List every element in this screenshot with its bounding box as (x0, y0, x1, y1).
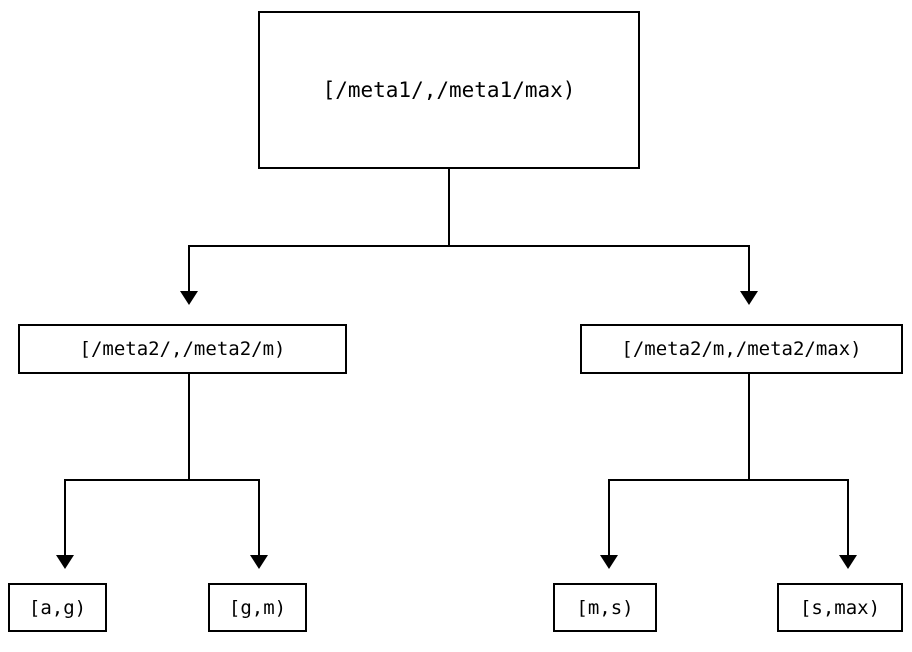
node-root-label: [/meta1/,/meta1/max) (322, 78, 576, 102)
edge-mid-right-stem (748, 374, 750, 481)
node-leaf-m-s[interactable]: [m,s) (553, 583, 657, 632)
node-leaf-m-s-label: [m,s) (576, 596, 634, 619)
edge-mid-left-crossbar (65, 479, 260, 481)
edge-mid-left-stem (188, 374, 190, 481)
node-leaf-a-g[interactable]: [a,g) (8, 583, 107, 632)
node-mid-left-label: [/meta2/,/meta2/m) (79, 338, 286, 360)
node-leaf-g-m-label: [g,m) (228, 596, 287, 619)
edge-mid-left-to-leaf-ag-drop (64, 479, 66, 556)
node-mid-right[interactable]: [/meta2/m,/meta2/max) (580, 324, 903, 374)
arrowhead-mid-left-to-leaf-ag (56, 555, 74, 569)
arrowhead-root-to-mid-right (740, 291, 758, 305)
node-leaf-g-m[interactable]: [g,m) (208, 583, 307, 632)
edge-mid-right-to-leaf-ms-drop (608, 479, 610, 556)
node-mid-left[interactable]: [/meta2/,/meta2/m) (18, 324, 347, 374)
arrowhead-mid-left-to-leaf-gm (250, 555, 268, 569)
node-leaf-s-max-label: [s,max) (799, 596, 881, 619)
arrowhead-mid-right-to-leaf-smax (839, 555, 857, 569)
arrowhead-mid-right-to-leaf-ms (600, 555, 618, 569)
edge-root-stem (448, 169, 450, 247)
edge-mid-right-to-leaf-smax-drop (847, 479, 849, 556)
node-root[interactable]: [/meta1/,/meta1/max) (258, 11, 640, 169)
node-mid-right-label: [/meta2/m,/meta2/max) (621, 338, 862, 360)
edge-root-crossbar (189, 245, 750, 247)
arrowhead-root-to-mid-left (180, 291, 198, 305)
edge-mid-right-crossbar (609, 479, 849, 481)
node-leaf-s-max[interactable]: [s,max) (777, 583, 903, 632)
node-leaf-a-g-label: [a,g) (28, 596, 87, 619)
edge-root-to-mid-right-drop (748, 245, 750, 292)
edge-mid-left-to-leaf-gm-drop (258, 479, 260, 556)
edge-root-to-mid-left-drop (188, 245, 190, 292)
